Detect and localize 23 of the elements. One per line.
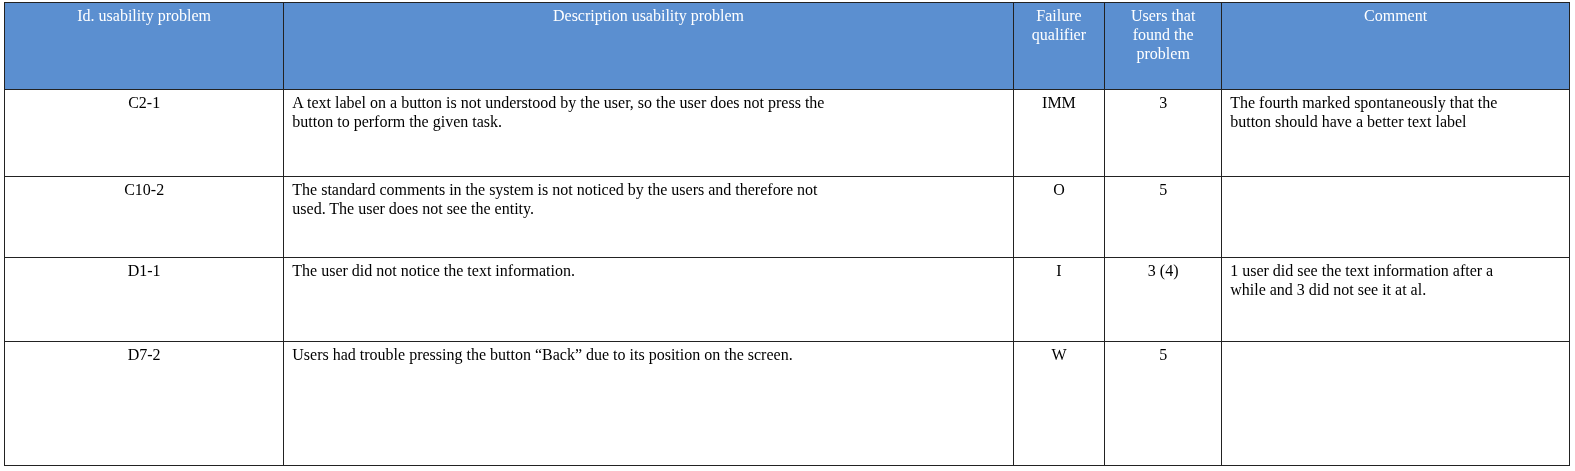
user-count: 3 (4) [1147, 262, 1179, 279]
failure-qualifier: I [1056, 262, 1062, 279]
user-count: 3 [1159, 94, 1168, 111]
problem-description: A text label on a button is not understood by the user, so the user does not press the button to perform the given task. [292, 94, 825, 130]
column-header: Failure qualifier [1013, 2, 1105, 90]
usability-problem-id: D7-2 [127, 346, 161, 363]
column-header: Comment [1221, 2, 1570, 90]
user-count: 5 [1159, 346, 1168, 363]
column-header: Description usability problem [283, 2, 1014, 90]
comment-text: The fourth marked spontaneously that the button should have a better text label [1230, 94, 1498, 130]
problem-description: The standard comments in the system is not noticed by the users and therefore not used. The user does not see the entity. [292, 181, 818, 217]
column-header: Users that found the problem [1104, 2, 1222, 90]
failure-qualifier: W [1051, 346, 1067, 363]
usability-problem-id: D1-1 [127, 262, 161, 279]
problem-description: The user did not notice the text information. [292, 262, 575, 279]
usability-problem-id: C10-2 [124, 181, 165, 198]
usability-problem-id: C2-1 [128, 94, 161, 111]
failure-qualifier: IMM [1042, 94, 1076, 111]
column-header: Id. usability problem [4, 2, 284, 90]
comment-text: 1 user did see the text information after a while and 3 did not see it at al. [1230, 262, 1494, 298]
user-count: 5 [1159, 181, 1168, 198]
failure-qualifier: O [1053, 181, 1065, 198]
problem-description: Users had trouble pressing the button “Back” due to its position on the screen. [292, 346, 793, 363]
